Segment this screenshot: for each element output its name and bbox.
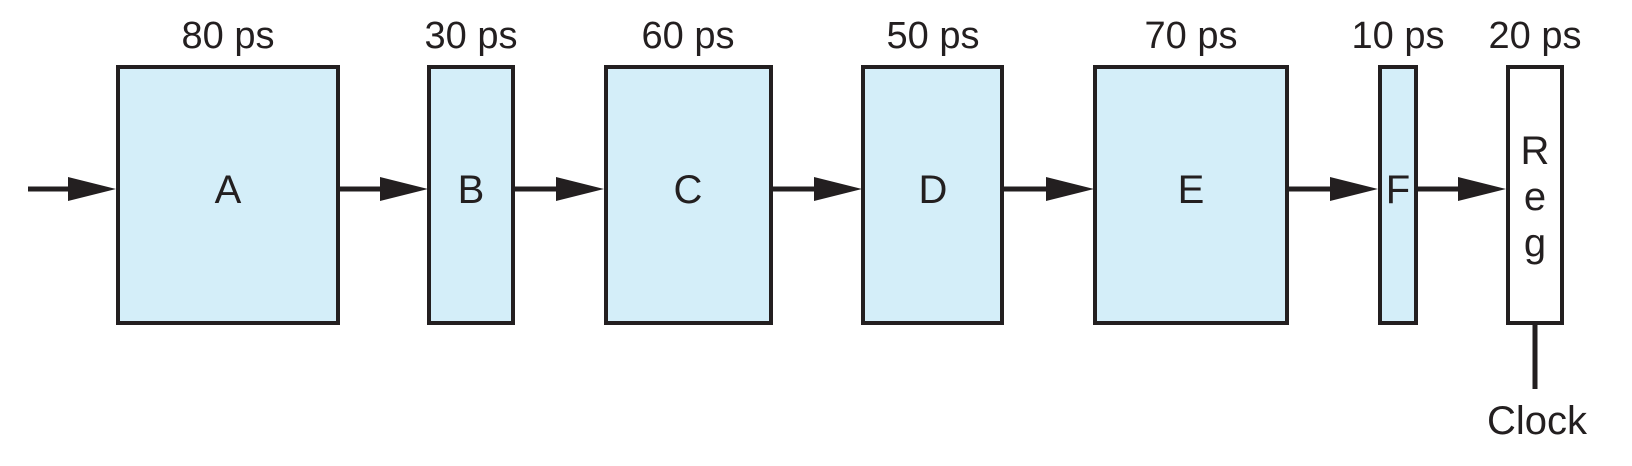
delay-label-b: 30 ps	[425, 15, 518, 57]
block-d	[861, 65, 1004, 325]
block-c	[604, 65, 773, 325]
block-label-a: A	[215, 168, 242, 212]
register-label-letter: e	[1524, 175, 1546, 219]
register-label-letter: g	[1524, 221, 1546, 265]
block-label-d: D	[919, 168, 948, 212]
register-block	[1506, 65, 1564, 325]
arrowhead-c-d	[814, 177, 862, 201]
arrowhead-b-c	[556, 177, 604, 201]
register-label-letter: R	[1521, 129, 1550, 173]
block-a	[116, 65, 340, 325]
block-label-c: C	[674, 168, 703, 212]
delay-label-a: 80 ps	[182, 15, 275, 57]
arrowhead-e-f	[1330, 177, 1378, 201]
block-b	[427, 65, 515, 325]
block-f	[1378, 65, 1418, 325]
block-label-b: B	[458, 168, 485, 212]
delay-label-c: 60 ps	[642, 15, 735, 57]
arrowhead-input	[68, 177, 116, 201]
delay-label-d: 50 ps	[887, 15, 980, 57]
arrowhead-f-reg	[1458, 177, 1506, 201]
arrowhead-d-e	[1046, 177, 1094, 201]
block-e	[1093, 65, 1289, 325]
delay-label-f: 10 ps	[1352, 15, 1445, 57]
delay-label-e: 70 ps	[1145, 15, 1238, 57]
block-label-e: E	[1178, 168, 1205, 212]
block-label-f: F	[1386, 168, 1410, 212]
arrowhead-a-b	[380, 177, 428, 201]
clock-label: Clock	[1487, 399, 1588, 443]
delay-label-reg: 20 ps	[1489, 15, 1582, 57]
